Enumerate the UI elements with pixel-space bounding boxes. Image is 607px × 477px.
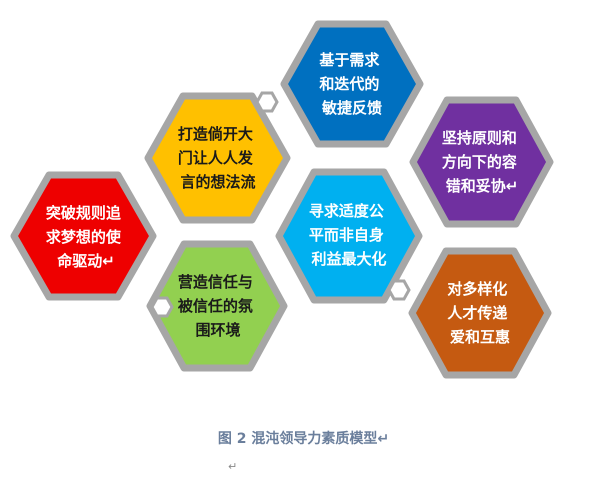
svg-text:寻求适度公 平而非自身 利益最大化: 寻求适度公 平而非自身 利益最大化 [309, 202, 389, 268]
svg-text:营造信任与 被信任的氛 围环境: 营造信任与 被信任的氛 围环境 [178, 273, 258, 339]
paragraph-mark: ↵ [228, 460, 238, 473]
hexagon-trust-atmosphere: 营造信任与 被信任的氛 围环境 [146, 240, 288, 372]
hexagon-open-door: 打造倘开大 门让人人发 言的想法流 [144, 91, 291, 224]
hex-line: 人才传递 [447, 304, 507, 322]
small-hexagon-decoration [255, 91, 279, 113]
hex-line: 敏捷反馈 [321, 99, 382, 117]
hexagon-appropriate-public: 寻求适度公 平而非自身 利益最大化 [275, 168, 423, 304]
figure-caption: 图 2 混沌领导力素质模型↵ [217, 431, 390, 447]
hexagon-principle-compromise: 坚持原则和 方向下的容 错和妥协↵ [409, 96, 554, 228]
hex-line: 对多样化 [447, 280, 507, 298]
hex-line: 门让人人发 [178, 149, 254, 167]
hex-line: 利益最大化 [311, 250, 386, 268]
hex-line: 平而非自身 [309, 226, 384, 244]
hex-line: 命驱动↵ [56, 252, 115, 270]
svg-text:对多样化 人才传递 爱和互惠: 对多样化 人才传递 爱和互惠 [447, 280, 512, 346]
hex-line: 打造倘开大 [178, 125, 253, 143]
hex-line: 寻求适度公 [309, 202, 384, 220]
svg-text:基于需求 和迭代的 敏捷反馈: 基于需求 和迭代的 敏捷反馈 [318, 51, 384, 117]
hex-line: 和迭代的 [319, 75, 379, 93]
hex-line: 坚持原则和 [442, 129, 517, 147]
hex-line: 言的想法流 [180, 173, 255, 191]
svg-text:坚持原则和 方向下的容 错和妥协↵: 坚持原则和 方向下的容 错和妥协↵ [442, 129, 522, 195]
hex-line: 被信任的氛 [178, 297, 253, 315]
small-hexagon-decoration [150, 296, 174, 318]
hex-line: 基于需求 [318, 51, 380, 69]
hex-line: 突破规则追 [46, 204, 121, 222]
hexagon-iteration: 基于需求 和迭代的 敏捷反馈 [280, 20, 424, 148]
hex-line: 围环境 [195, 321, 240, 339]
hex-line: 爱和互惠 [450, 328, 510, 346]
hex-line: 错和妥协↵ [446, 177, 519, 195]
hex-line: 求梦想的使 [46, 228, 122, 246]
hex-line: 营造信任与 [178, 273, 253, 291]
hexagon-innovation-drive: 突破规则追 求梦想的使 命驱动↵ [10, 171, 157, 301]
hex-line: 方向下的容 [442, 153, 517, 171]
svg-text:打造倘开大 门让人人发 言的想法流: 打造倘开大 门让人人发 言的想法流 [178, 125, 258, 191]
hexagon-diversity: 对多样化 人才传递 爱和互惠 [408, 247, 552, 379]
small-hexagon-decoration [387, 279, 411, 301]
svg-text:突破规则追 求梦想的使 命驱动↵: 突破规则追 求梦想的使 命驱动↵ [46, 204, 126, 270]
